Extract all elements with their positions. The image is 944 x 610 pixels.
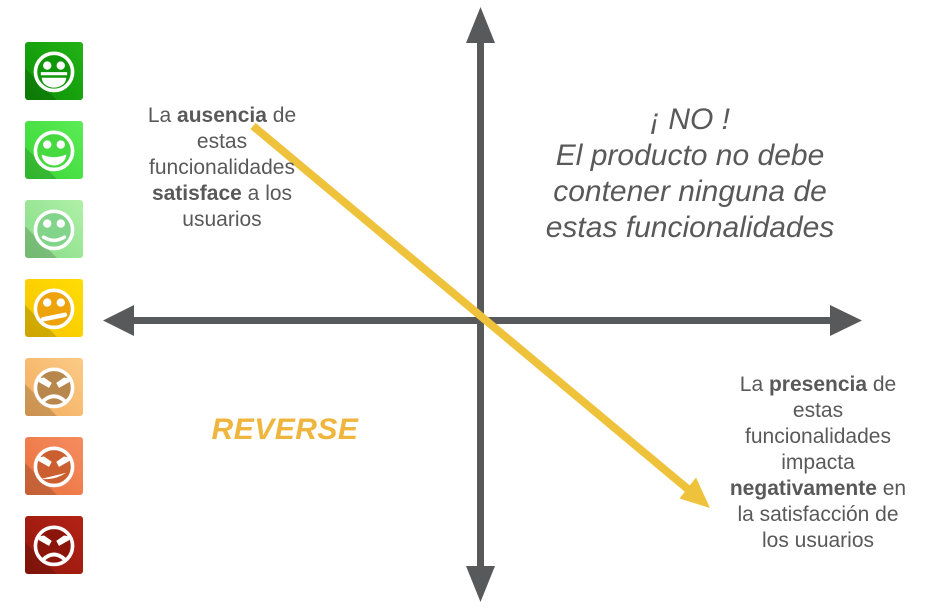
emoji-annoyed-icon xyxy=(25,358,83,416)
arrowhead-up-icon xyxy=(466,7,495,43)
vertical-axis xyxy=(466,7,495,602)
emoji-neutral-icon xyxy=(25,279,83,337)
reverse-quadrant-label: REVERSE xyxy=(211,413,359,446)
arrowhead-right-icon xyxy=(830,305,862,336)
reverse-trend-arrow xyxy=(250,122,710,508)
emoji-angry-icon xyxy=(25,437,83,495)
arrowhead-down-icon xyxy=(466,566,495,602)
emoji-very-happy-icon xyxy=(25,42,83,100)
emoji-pleased-icon xyxy=(25,200,83,258)
emoji-happy-icon xyxy=(25,121,83,179)
emoji-furious-icon xyxy=(25,516,83,574)
satisfaction-scale xyxy=(25,42,83,574)
arrowhead-left-icon xyxy=(103,305,134,336)
no-heading: ¡ NO ! xyxy=(650,103,730,136)
arrowhead-diagonal-icon xyxy=(679,477,710,508)
